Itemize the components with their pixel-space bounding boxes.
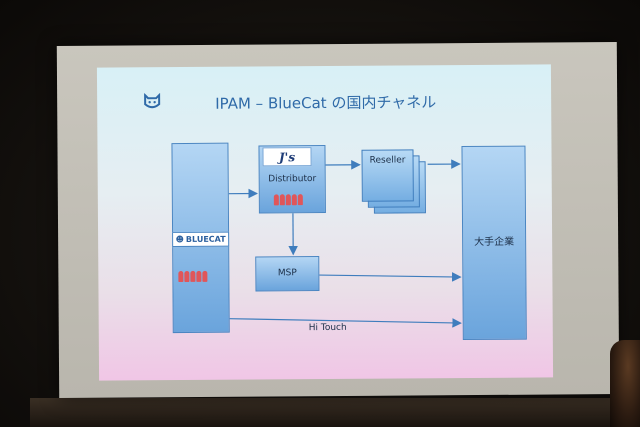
- arrow-msp-to-enterprise: [319, 272, 462, 282]
- screen-ledge: [30, 398, 620, 427]
- arrows-layer: [228, 159, 462, 328]
- bluecat-logo-icon: [144, 93, 161, 109]
- slide: IPAM – BlueCat の国内チャネル ☻ BLUECAT J's Dis…: [96, 64, 554, 381]
- arrow-hi-touch: [229, 318, 462, 328]
- presenter-silhouette: [610, 340, 640, 427]
